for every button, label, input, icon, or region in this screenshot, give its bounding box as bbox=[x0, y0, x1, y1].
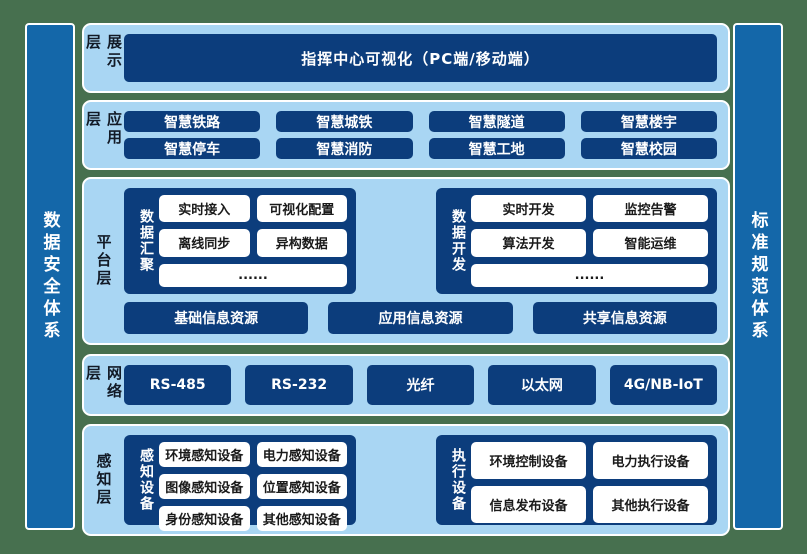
network-item: 以太网 bbox=[488, 365, 596, 405]
platform-pill: 监控告警 bbox=[593, 195, 708, 223]
perception-pill: 电力执行设备 bbox=[593, 442, 708, 479]
platform-pill: 实时接入 bbox=[159, 195, 250, 223]
layer-display-panel: 展示层 指挥中心可视化（PC端/移动端） bbox=[82, 23, 730, 93]
pillar-data-security: 数据安全体系 bbox=[25, 23, 75, 530]
resource-box: 基础信息资源 bbox=[124, 302, 309, 334]
perception-pill: 其他感知设备 bbox=[256, 506, 347, 531]
perception-pill: 位置感知设备 bbox=[256, 474, 347, 499]
group-sensing-devices-label: 感知设备 bbox=[138, 448, 154, 512]
platform-groups: 数据汇聚 实时接入 可视化配置 离线同步 异构数据 ...... 数据开发 实时… bbox=[124, 188, 717, 294]
group-data-aggregation-pills: 实时接入 可视化配置 离线同步 异构数据 ...... bbox=[159, 195, 347, 287]
group-sensing-devices-pills: 环境感知设备 电力感知设备 图像感知设备 位置感知设备 身份感知设备 其他感知设… bbox=[159, 442, 347, 531]
layer-application-panel: 应用层 智慧铁路 智慧城铁 智慧隧道 智慧楼宇 智慧停车 智慧消防 智慧工地 智… bbox=[82, 100, 730, 170]
platform-pill-more: ...... bbox=[159, 263, 347, 287]
platform-pill: 实时开发 bbox=[471, 195, 586, 223]
network-item: RS-485 bbox=[124, 365, 232, 405]
pillar-data-security-label: 数据安全体系 bbox=[39, 210, 60, 343]
perception-pill: 环境控制设备 bbox=[471, 442, 586, 479]
perception-pill: 环境感知设备 bbox=[159, 442, 250, 467]
network-item: 光纤 bbox=[366, 365, 475, 405]
pillar-standards-label: 标准规范体系 bbox=[747, 210, 768, 343]
layer-application-label: 应用层 bbox=[84, 111, 123, 147]
layer-display-content: 指挥中心可视化（PC端/移动端） bbox=[124, 34, 717, 82]
group-actuator-devices: 执行设备 环境控制设备 电力执行设备 信息发布设备 其他执行设备 bbox=[436, 435, 717, 525]
layer-perception-label: 感知层 bbox=[94, 453, 113, 507]
perception-pill: 电力感知设备 bbox=[256, 442, 347, 467]
platform-content: 数据汇聚 实时接入 可视化配置 离线同步 异构数据 ...... 数据开发 实时… bbox=[124, 188, 717, 334]
group-actuator-devices-label: 执行设备 bbox=[450, 448, 466, 512]
layer-network-panel: 网络层 RS-485 RS-232 光纤 以太网 4G/NB-IoT bbox=[82, 354, 730, 416]
perception-pill: 信息发布设备 bbox=[471, 486, 586, 523]
platform-pill: 智能运维 bbox=[593, 229, 708, 257]
application-item: 智慧停车 bbox=[124, 138, 261, 159]
group-data-development: 数据开发 实时开发 监控告警 算法开发 智能运维 ...... bbox=[436, 188, 717, 294]
perception-content: 感知设备 环境感知设备 电力感知设备 图像感知设备 位置感知设备 身份感知设备 … bbox=[124, 435, 717, 531]
pillar-standards: 标准规范体系 bbox=[733, 23, 783, 530]
layer-network-label: 网络层 bbox=[84, 365, 123, 401]
platform-pill: 可视化配置 bbox=[256, 195, 347, 223]
perception-pill: 其他执行设备 bbox=[593, 486, 708, 523]
group-sensing-devices: 感知设备 环境感知设备 电力感知设备 图像感知设备 位置感知设备 身份感知设备 … bbox=[124, 435, 356, 531]
application-item: 智慧工地 bbox=[428, 138, 565, 159]
application-item: 智慧消防 bbox=[276, 138, 413, 159]
layer-perception-panel: 感知层 感知设备 环境感知设备 电力感知设备 图像感知设备 位置感知设备 身份感… bbox=[82, 424, 730, 536]
application-item: 智慧隧道 bbox=[428, 111, 565, 132]
group-data-aggregation-label: 数据汇聚 bbox=[138, 209, 154, 273]
platform-pill: 离线同步 bbox=[159, 229, 250, 257]
layer-stack: 展示层 指挥中心可视化（PC端/移动端） 应用层 智慧铁路 智慧城铁 智慧隧道 … bbox=[82, 23, 730, 536]
network-item: RS-232 bbox=[245, 365, 353, 405]
command-center-box: 指挥中心可视化（PC端/移动端） bbox=[124, 34, 717, 82]
application-item: 智慧铁路 bbox=[124, 111, 261, 132]
group-data-development-pills: 实时开发 监控告警 算法开发 智能运维 ...... bbox=[471, 195, 708, 287]
perception-pill: 图像感知设备 bbox=[159, 474, 250, 499]
application-item: 智慧校园 bbox=[580, 138, 717, 159]
layer-platform-label: 平台层 bbox=[94, 234, 113, 288]
layer-display-label: 展示层 bbox=[84, 34, 123, 70]
platform-pill-more: ...... bbox=[471, 263, 708, 287]
group-actuator-devices-pills: 环境控制设备 电力执行设备 信息发布设备 其他执行设备 bbox=[471, 442, 708, 523]
network-row: RS-485 RS-232 光纤 以太网 4G/NB-IoT bbox=[124, 365, 718, 405]
resource-box: 应用信息资源 bbox=[328, 302, 513, 334]
resource-box: 共享信息资源 bbox=[532, 302, 717, 334]
application-item: 智慧楼宇 bbox=[580, 111, 717, 132]
platform-pill: 算法开发 bbox=[471, 229, 586, 257]
application-grid: 智慧铁路 智慧城铁 智慧隧道 智慧楼宇 智慧停车 智慧消防 智慧工地 智慧校园 bbox=[124, 111, 717, 159]
platform-resources: 基础信息资源 应用信息资源 共享信息资源 bbox=[124, 302, 717, 334]
network-item: 4G/NB-IoT bbox=[609, 365, 718, 405]
platform-pill: 异构数据 bbox=[256, 229, 347, 257]
application-item: 智慧城铁 bbox=[276, 111, 413, 132]
perception-pill: 身份感知设备 bbox=[159, 506, 250, 531]
layer-platform-panel: 平台层 数据汇聚 实时接入 可视化配置 离线同步 异构数据 ...... bbox=[82, 177, 730, 345]
group-data-development-label: 数据开发 bbox=[450, 209, 466, 273]
group-data-aggregation: 数据汇聚 实时接入 可视化配置 离线同步 异构数据 ...... bbox=[124, 188, 356, 294]
